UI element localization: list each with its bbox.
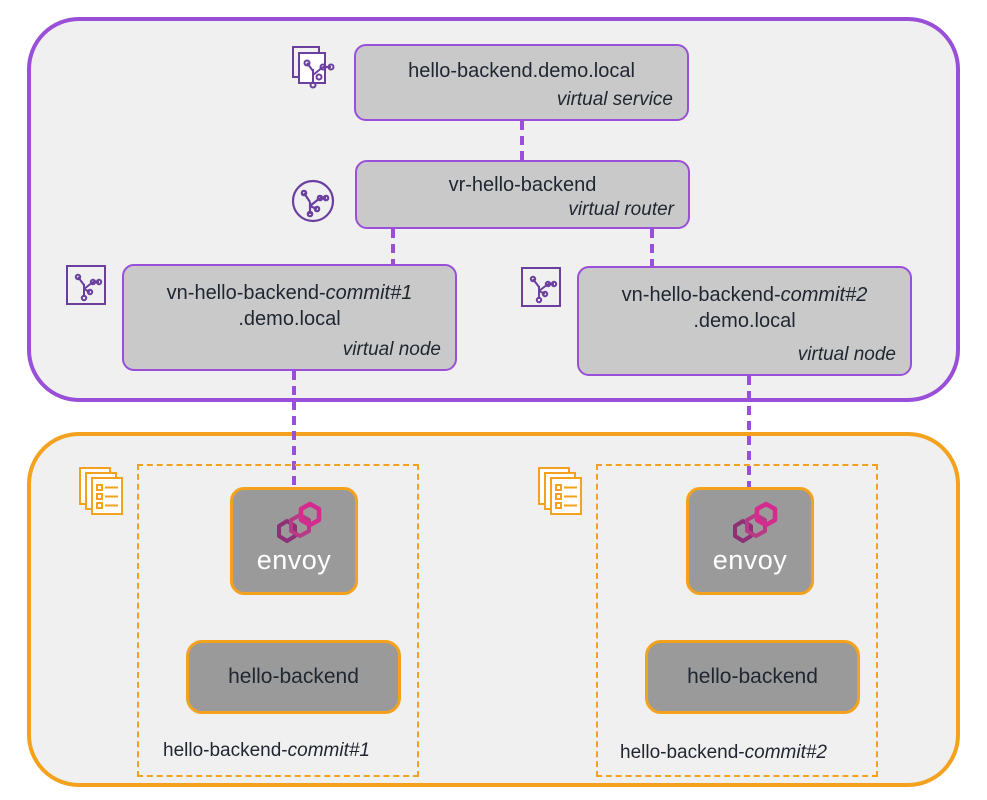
virtual-node-2-kind: virtual node — [797, 344, 896, 365]
virtual-node-1-domain: .demo.local — [238, 308, 341, 330]
virtual-node-icon-1 — [66, 265, 106, 305]
virtual-node-2-suffix: commit#2 — [780, 284, 868, 306]
virtual-node-1-suffix: commit#1 — [325, 282, 413, 304]
virtual-node-2-name: vn-hello-backend-commit#2 — [579, 282, 910, 308]
ecs-task-1-prefix: hello-backend- — [163, 740, 288, 761]
virtual-service-kind: virtual service — [556, 89, 673, 110]
virtual-router-icon — [291, 179, 335, 223]
virtual-node-2-domain: .demo.local — [693, 310, 796, 332]
virtual-router-name: vr-hello-backend — [448, 174, 597, 196]
virtual-router-box[interactable]: vr-hello-backend virtual router — [355, 160, 690, 229]
ecs-task-2-label: hello-backend-commit#2 — [620, 742, 827, 764]
envoy-label-1: envoy — [256, 545, 332, 575]
ecs-task-2-suffix: commit#2 — [744, 742, 827, 763]
virtual-node-2-prefix: vn-hello-backend- — [621, 284, 781, 306]
ecs-task-1-suffix: commit#1 — [287, 740, 370, 761]
envoy-container-1[interactable]: envoy — [230, 487, 358, 595]
virtual-node-1-kind: virtual node — [342, 339, 441, 360]
envoy-label-2: envoy — [712, 545, 788, 575]
envoy-logo — [733, 501, 778, 543]
ecs-task-1[interactable] — [137, 464, 419, 777]
virtual-node-box-1[interactable]: vn-hello-backend-commit#1 .demo.local vi… — [122, 264, 457, 371]
virtual-service-icon — [292, 46, 335, 89]
ecs-task-2[interactable] — [596, 464, 878, 777]
envoy-logo — [277, 501, 322, 543]
virtual-service-name: hello-backend.demo.local — [408, 60, 635, 82]
envoy-container-2[interactable]: envoy — [686, 487, 814, 595]
ecs-task-icon-2 — [538, 467, 582, 515]
ecs-task-1-label: hello-backend-commit#1 — [163, 740, 370, 762]
virtual-node-box-2[interactable]: vn-hello-backend-commit#2 .demo.local vi… — [577, 266, 912, 376]
app-container-1[interactable]: hello-backend — [186, 640, 401, 714]
virtual-node-icon-2 — [521, 267, 561, 307]
virtual-node-1-name: vn-hello-backend-commit#1 — [124, 280, 455, 306]
virtual-service-box[interactable]: hello-backend.demo.local virtual service — [354, 44, 689, 121]
app-container-2[interactable]: hello-backend — [645, 640, 860, 714]
virtual-router-kind: virtual router — [568, 199, 674, 220]
virtual-node-1-prefix: vn-hello-backend- — [166, 282, 326, 304]
ecs-task-2-prefix: hello-backend- — [620, 742, 745, 763]
ecs-task-icon-1 — [79, 467, 123, 515]
